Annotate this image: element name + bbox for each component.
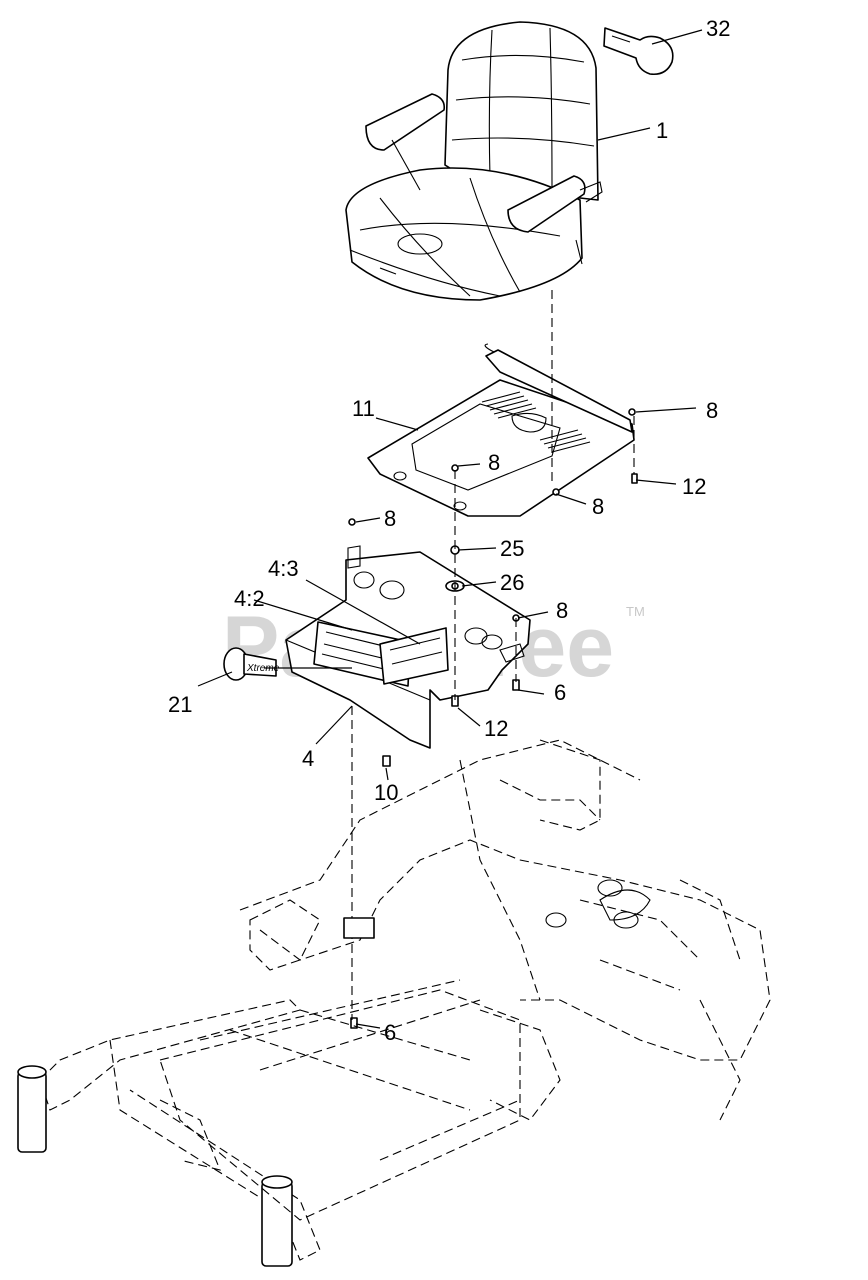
badge-part: Xtreme [223, 647, 280, 681]
callout-labels: 32 1 11 8 8 12 8 8 25 26 4:3 4:2 8 21 6 … [168, 16, 730, 1045]
callout-4-2: 4:2 [234, 586, 265, 611]
callout-8-plate-center: 8 [488, 450, 500, 475]
callout-10: 10 [374, 780, 398, 805]
callout-8-plate-right: 8 [706, 398, 718, 423]
seat-tag-part [603, 27, 674, 76]
leader-lines [197, 29, 703, 1029]
callout-25: 25 [500, 536, 524, 561]
callout-6-upper: 6 [554, 680, 566, 705]
callout-4: 4 [302, 746, 314, 771]
callout-4-3: 4:3 [268, 556, 299, 581]
callout-6-lower: 6 [384, 1020, 396, 1045]
badge-text: Xtreme [246, 663, 280, 674]
callout-8-plate-bottom: 8 [592, 494, 604, 519]
callout-32: 32 [706, 16, 730, 41]
callout-8-pan-left: 8 [384, 506, 396, 531]
frame-part [17, 739, 771, 1267]
callout-12-lower: 12 [484, 716, 508, 741]
callout-26: 26 [500, 570, 524, 595]
callout-8-pan-right: 8 [556, 598, 568, 623]
watermark-tm: TM [626, 604, 645, 619]
callout-1: 1 [656, 118, 668, 143]
seat-part [345, 21, 603, 301]
alignment-lines [351, 290, 635, 1020]
seat-plate-part [367, 343, 635, 517]
callout-11: 11 [352, 396, 375, 421]
callout-12-upper: 12 [682, 474, 706, 499]
seat-pan-part [285, 545, 531, 749]
callout-21: 21 [168, 692, 192, 717]
